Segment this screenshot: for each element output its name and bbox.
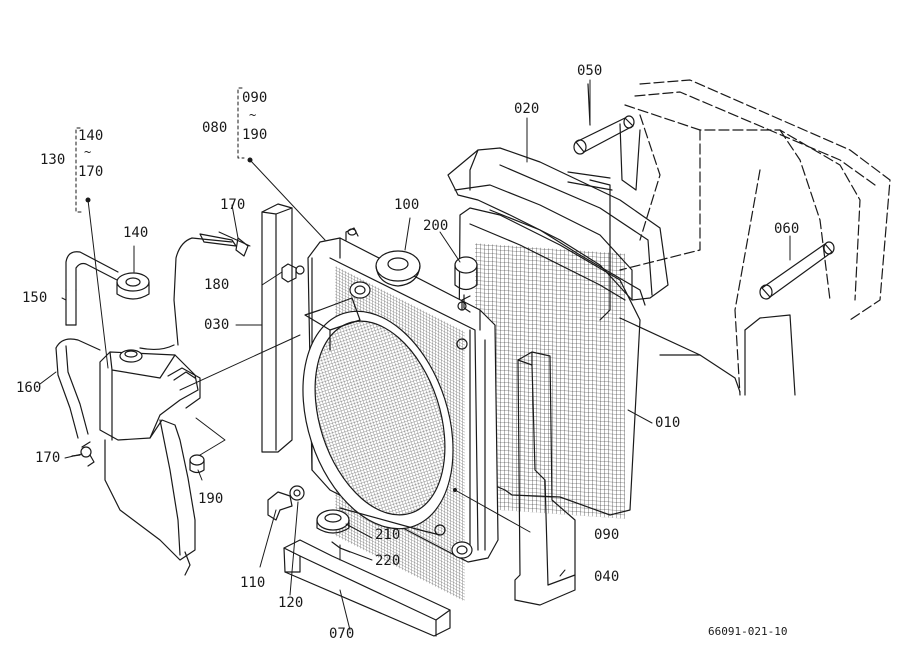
callout-080-range-start: 090: [242, 90, 268, 106]
callout-120: 120: [278, 595, 304, 611]
callout-130-range-separator: ~: [84, 145, 92, 159]
rubber-guide-060: [759, 241, 835, 300]
tank-cap-140: [116, 272, 150, 300]
callout-070: 070: [329, 626, 355, 642]
callout-030: 030: [204, 317, 230, 333]
callout-100: 100: [394, 197, 420, 213]
bolt-190: [189, 454, 205, 474]
callout-140: 140: [123, 225, 149, 241]
hood-frame: [619, 79, 891, 396]
drain-cock-110: [267, 491, 293, 521]
radiator-fittings: [295, 227, 473, 559]
callout-180: 180: [204, 277, 230, 293]
callout-080-range-separator: ~: [249, 108, 257, 122]
grommet-210: [316, 509, 350, 534]
leader-dots: [85, 157, 457, 492]
callout-160: 160: [16, 380, 42, 396]
callout-210: 210: [375, 527, 401, 543]
callout-200: 200: [423, 218, 449, 234]
callout-010: 010: [655, 415, 681, 431]
leader-lines: [39, 79, 791, 631]
callout-170-upper: 170: [220, 197, 246, 213]
overflow-pipe: [139, 233, 237, 351]
callout-220: 220: [375, 553, 401, 569]
callout-080-range-end: 190: [242, 127, 268, 143]
washer-120: [289, 485, 305, 501]
hose-150: [65, 251, 119, 326]
callout-130-range-start: 140: [78, 128, 104, 144]
callout-130: 130: [40, 152, 66, 168]
range-brackets: [75, 87, 245, 213]
fan-shroud-090: [302, 297, 454, 536]
figure-number: 66091-021-10: [708, 625, 788, 638]
hose-clip-170: [71, 441, 95, 467]
callout-060: 060: [774, 221, 800, 237]
hose-160: [55, 338, 101, 439]
upper-seal-020: [447, 147, 669, 301]
bolt-180: [281, 263, 297, 283]
callout-040: 040: [594, 569, 620, 585]
callout-090-right: 090: [594, 527, 620, 543]
cap-200: [454, 256, 478, 313]
side-seal-030: [261, 203, 293, 453]
callout-110: 110: [240, 575, 266, 591]
side-seal-040: [514, 351, 576, 606]
callout-020: 020: [514, 101, 540, 117]
reserve-tank: [99, 349, 201, 576]
bottom-seal-070: [283, 539, 451, 637]
callout-080: 080: [202, 120, 228, 136]
callout-190-lower: 190: [198, 491, 224, 507]
callout-170-lower: 170: [35, 450, 61, 466]
callout-130-range-end: 170: [78, 164, 104, 180]
callout-150: 150: [22, 290, 48, 306]
callout-050: 050: [577, 63, 603, 79]
radiator-cap-100: [375, 250, 421, 287]
